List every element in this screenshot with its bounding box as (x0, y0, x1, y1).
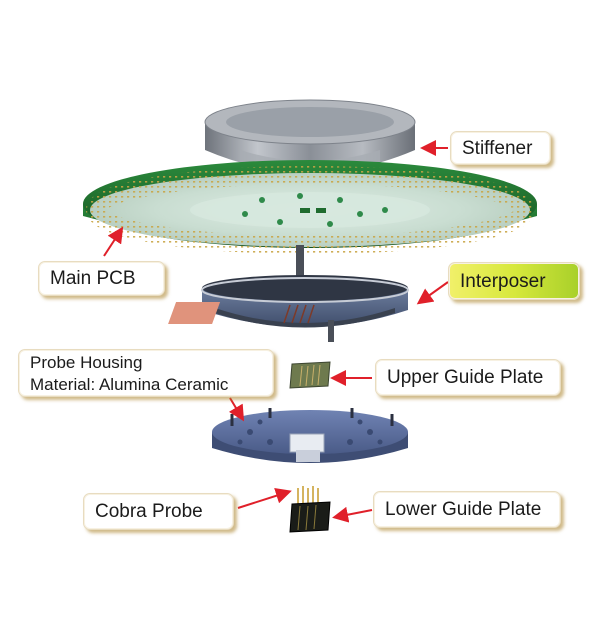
upper-guide-plate-component (289, 361, 331, 389)
upper-guide-plate-label: Upper Guide Plate (375, 359, 561, 396)
probe-housing-title: Probe Housing (30, 352, 143, 372)
arrow-probe-housing (228, 397, 245, 422)
arrow-lower-guide-plate (332, 506, 373, 523)
arrow-interposer (416, 281, 449, 305)
probe-housing-component (212, 408, 408, 463)
main-pcb-component (83, 160, 537, 283)
cobra-probe-label: Cobra Probe (83, 493, 234, 530)
lower-guide-plate-label: Lower Guide Plate (373, 491, 561, 528)
main-pcb-label: Main PCB (38, 261, 165, 296)
arrow-main-pcb (103, 226, 124, 257)
interposer-component (168, 275, 409, 342)
lower-guide-plate-component (289, 501, 331, 533)
stiffener-label: Stiffener (450, 131, 551, 165)
interposer-label: Interposer (448, 262, 580, 300)
arrow-cobra-probe (237, 488, 292, 509)
cobra-probe-component (297, 486, 319, 504)
callout-arrows (103, 140, 449, 523)
probe-housing-material: Material: Alumina Ceramic (30, 374, 229, 394)
stiffener-component (204, 99, 416, 173)
probe-housing-label: Probe Housing Material: Alumina Ceramic (18, 349, 274, 397)
